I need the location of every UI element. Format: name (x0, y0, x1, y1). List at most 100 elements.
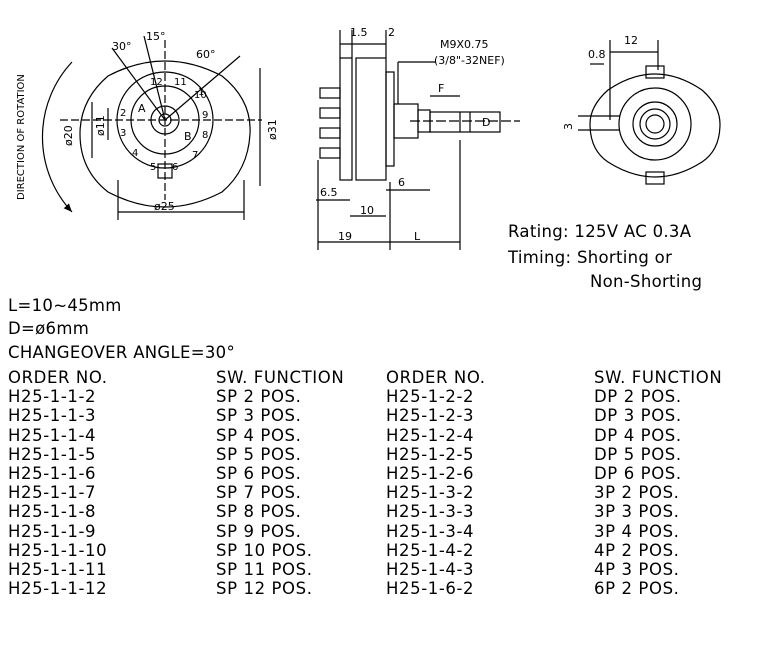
table-cell: SP 8 POS. (216, 502, 302, 522)
table-cell: 4P 2 POS. (594, 540, 680, 560)
table-cell: SP 10 POS. (216, 540, 313, 560)
table-cell: SP 2 POS. (216, 387, 302, 407)
table-header: SW. FUNCTION (594, 368, 723, 387)
table-cell: 3P 2 POS. (594, 483, 680, 503)
technical-drawing: DIRECTION OF ROTATION 30° 15° 60° 1 2 3 … (16, 26, 721, 250)
dim-12: 12 (624, 34, 638, 47)
table-cell: 3P 4 POS. (594, 521, 680, 541)
dim-dia-31: ø31 (266, 119, 279, 140)
dim-dia-11: ø11 (94, 115, 107, 136)
table-cell: 4P 3 POS. (594, 560, 680, 580)
rotation-label: DIRECTION OF ROTATION (16, 74, 27, 200)
spec-changeover-angle: CHANGEOVER ANGLE=30° (8, 343, 235, 362)
table-cell: H25-1-1-8 (8, 502, 97, 522)
dim-3: 3 (562, 123, 575, 130)
table-cell: SP 12 POS. (216, 579, 313, 599)
table-cell: H25-1-1-3 (8, 406, 97, 426)
dim-19: 19 (338, 230, 352, 243)
table-cell: H25-1-3-3 (386, 502, 475, 522)
pos-num: 1 (198, 87, 204, 98)
rear-view (578, 40, 721, 185)
function-column-2: SW. FUNCTION DP 2 POS. DP 3 POS. DP 4 PO… (594, 368, 722, 598)
table-cell: H25-1-2-2 (386, 387, 475, 407)
pos-num: 8 (202, 130, 208, 141)
function-column-1: SW. FUNCTION SP 2 POS. SP 3 POS. SP 4 PO… (216, 368, 344, 598)
rotor-letter-a: A (138, 102, 146, 115)
front-view-labels: DIRECTION OF ROTATION 30° 15° 60° 1 2 3 … (16, 30, 279, 213)
dim-6: 6 (398, 176, 405, 189)
spec-length: L=10~45mm (8, 296, 122, 315)
pos-num: 10 (194, 90, 207, 101)
table-cell: DP 5 POS. (594, 444, 682, 464)
table-cell: H25-1-2-5 (386, 444, 475, 464)
table-cell: H25-1-1-10 (8, 540, 108, 560)
table-cell: H25-1-1-4 (8, 425, 97, 445)
table-cell: H25-1-3-4 (386, 521, 475, 541)
timing-text-line1: Timing: Shorting or (508, 248, 673, 267)
angle-label-60: 60° (196, 48, 216, 61)
table-cell: H25-1-2-6 (386, 464, 475, 484)
dim-dia-20: ø20 (62, 125, 75, 146)
dim-f: F (438, 82, 444, 95)
pos-num: 2 (120, 108, 126, 119)
table-cell: SP 9 POS. (216, 521, 302, 541)
spec-diameter: D=ø6mm (8, 319, 90, 338)
table-cell: DP 4 POS. (594, 425, 682, 445)
table-cell: SP 11 POS. (216, 560, 313, 580)
side-view-labels: 1.5 2 M9X0.75 (3/8"-32NEF) F D 6.5 10 6 … (320, 26, 505, 243)
pos-num: 12 (150, 77, 163, 88)
timing-text-line2: Non-Shorting (590, 272, 703, 291)
table-cell: H25-1-1-2 (8, 387, 97, 407)
table-cell: 6P 2 POS. (594, 579, 680, 599)
angle-label-30: 30° (112, 40, 132, 53)
table-cell: H25-1-4-3 (386, 560, 475, 580)
table-cell: H25-1-1-5 (8, 444, 97, 464)
dim-10: 10 (360, 204, 374, 217)
table-cell: DP 6 POS. (594, 464, 682, 484)
table-cell: H25-1-1-9 (8, 521, 97, 541)
table-cell: H25-1-6-2 (386, 579, 475, 599)
pos-num: 5 (150, 162, 156, 173)
table-cell: H25-1-4-2 (386, 540, 475, 560)
angle-label-15: 15° (146, 30, 166, 43)
dim-2: 2 (388, 26, 395, 39)
pos-num: 9 (202, 110, 208, 121)
dim-l: L (414, 230, 421, 243)
side-view (316, 30, 520, 250)
table-cell: H25-1-2-4 (386, 425, 475, 445)
table-cell: SP 7 POS. (216, 483, 302, 503)
table-cell: SP 6 POS. (216, 464, 302, 484)
table-cell: SP 5 POS. (216, 444, 302, 464)
rating-text: Rating: 125V AC 0.3A (508, 222, 692, 241)
table-cell: SP 4 POS. (216, 425, 302, 445)
pos-num: 11 (174, 77, 187, 88)
dim-thread-imperial: (3/8"-32NEF) (434, 54, 505, 67)
pos-num: 7 (192, 150, 198, 161)
order-column-2: ORDER NO. H25-1-2-2 H25-1-2-3 H25-1-2-4 … (386, 368, 486, 598)
table-header: ORDER NO. (386, 368, 486, 387)
dim-1-5: 1.5 (350, 26, 368, 39)
table-cell: 3P 3 POS. (594, 502, 680, 522)
table-cell: H25-1-2-3 (386, 406, 475, 426)
table-cell: DP 3 POS. (594, 406, 682, 426)
table-cell: H25-1-3-2 (386, 483, 475, 503)
dim-d: D (482, 116, 490, 129)
order-column-1: ORDER NO. H25-1-1-2 H25-1-1-3 H25-1-1-4 … (8, 368, 108, 598)
table-cell: H25-1-1-7 (8, 483, 97, 503)
table-cell: SP 3 POS. (216, 406, 302, 426)
pos-num: 6 (172, 162, 178, 173)
dim-thread: M9X0.75 (440, 38, 489, 51)
table-header: SW. FUNCTION (216, 368, 345, 387)
dim-0-8: 0.8 (588, 48, 606, 61)
pos-num: 4 (132, 148, 138, 159)
front-view (41, 35, 262, 220)
rotor-letter-b: B (184, 130, 192, 143)
table-header: ORDER NO. (8, 368, 108, 387)
dim-6-5: 6.5 (320, 186, 338, 199)
table-cell: H25-1-1-11 (8, 560, 108, 580)
table-cell: H25-1-1-12 (8, 579, 108, 599)
dim-dia-25: ø25 (154, 200, 175, 213)
pos-num: 3 (120, 128, 126, 139)
table-cell: DP 2 POS. (594, 387, 682, 407)
table-cell: H25-1-1-6 (8, 464, 97, 484)
